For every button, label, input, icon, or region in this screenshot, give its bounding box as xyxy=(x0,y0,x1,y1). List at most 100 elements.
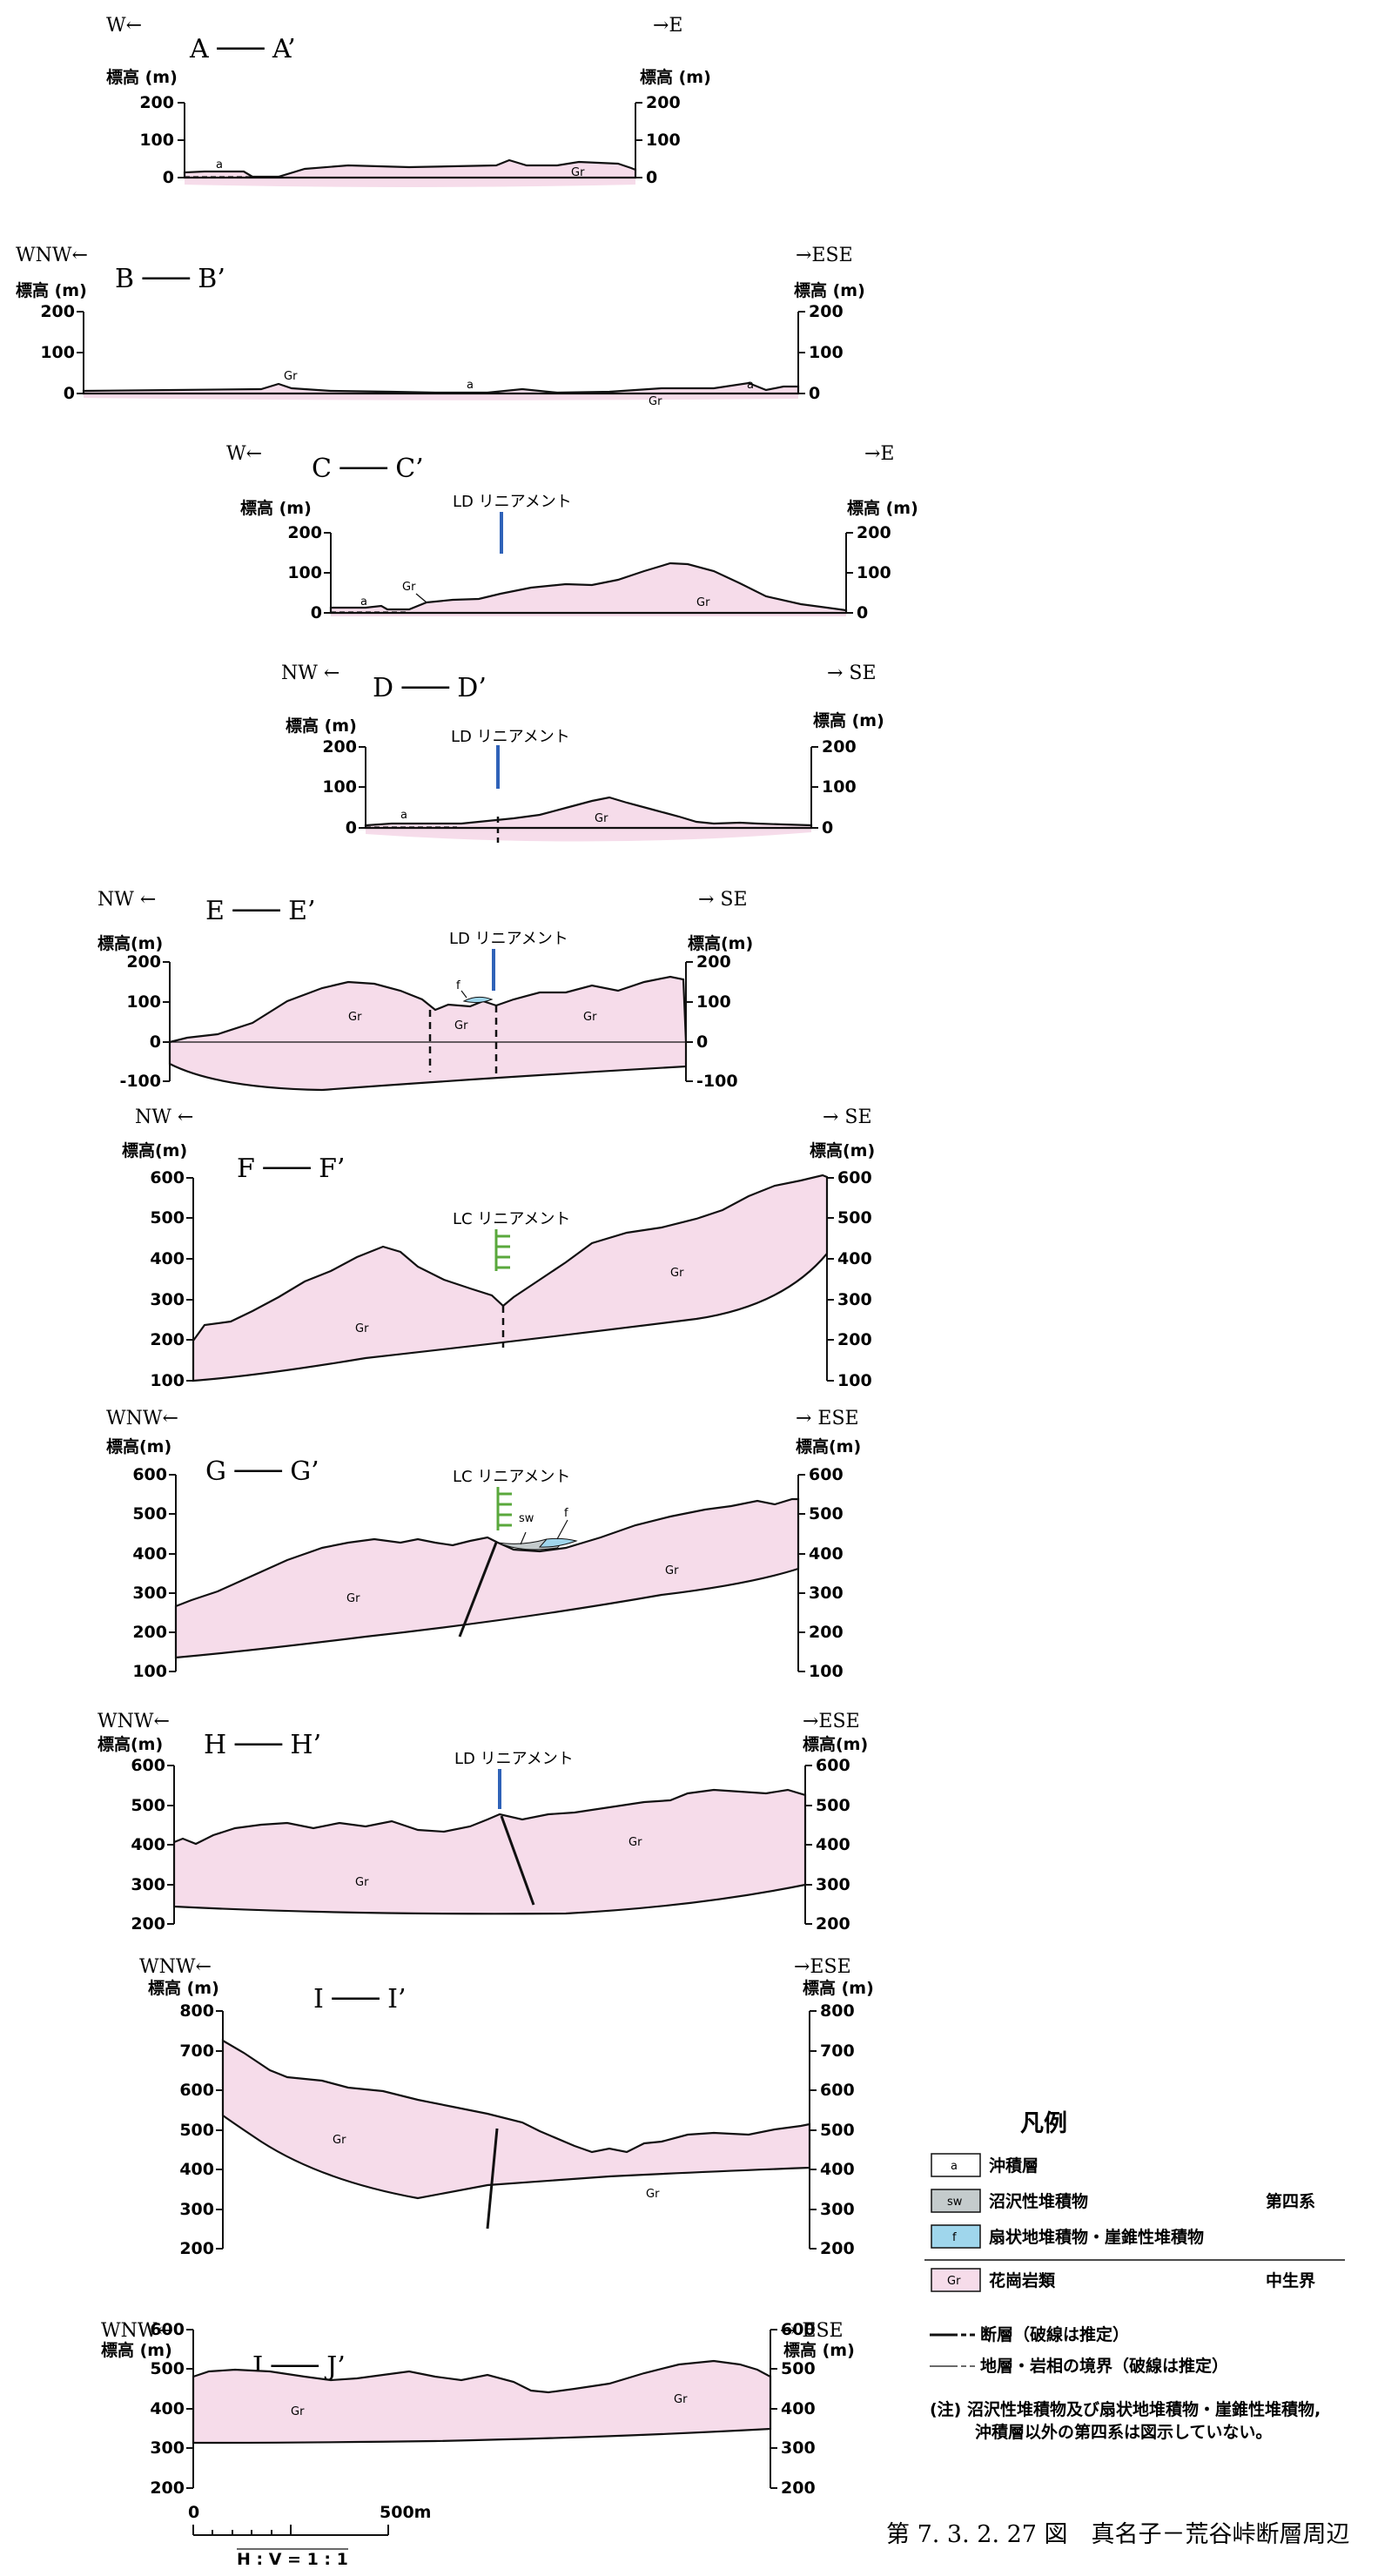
tick-label: 200 xyxy=(287,523,322,542)
unit-label: Gr xyxy=(454,1019,468,1032)
legend-note-line-2: 沖積層以外の第四系は図示していない。 xyxy=(975,2422,1272,2442)
tick-label: 0 xyxy=(150,1032,161,1052)
tick-label: 400 xyxy=(150,2399,185,2418)
axis-label-left: 標高 (m) xyxy=(286,716,357,736)
direction-right: → ESE xyxy=(780,2320,844,2342)
tick-label: 300 xyxy=(816,1875,850,1894)
scale-zero: 0 xyxy=(188,2503,199,2522)
tick-label: -100 xyxy=(696,1072,738,1091)
direction-left: WNW← xyxy=(97,1711,170,1732)
tick-label: 600 xyxy=(132,1465,167,1484)
legend-item: Gr 花崗岩類 xyxy=(931,2268,1056,2292)
tick-label: 200 xyxy=(179,2239,214,2258)
section-b: WNW← →ESE B ─── B’ 標高 (m) 標高 (m) 200 100… xyxy=(16,245,865,408)
axis-label-left: 標高 (m) xyxy=(106,67,178,87)
unit-label: Gr xyxy=(696,596,710,609)
legend-era-mesozoic: 中生界 xyxy=(1266,2270,1315,2290)
tick-label: 200 xyxy=(837,1330,872,1349)
tick-label: 200 xyxy=(646,93,681,112)
tick-label: 800 xyxy=(179,2001,214,2021)
tick-label: 200 xyxy=(132,1623,167,1642)
tick-label: 300 xyxy=(150,1290,185,1309)
tick-label: 500 xyxy=(179,2121,214,2140)
axis-label-right: 標高 (m) xyxy=(803,1978,874,1998)
unit-label: Gr xyxy=(665,1564,679,1577)
tick-label: 0 xyxy=(857,603,868,622)
section-title: B ─── B’ xyxy=(115,264,225,294)
lineament-label: LD リニアメント xyxy=(454,1750,574,1768)
unit-label: Gr xyxy=(355,1876,369,1889)
tick-label: 300 xyxy=(131,1875,165,1894)
unit-label: Gr xyxy=(595,812,608,825)
direction-left: W← xyxy=(106,15,142,37)
tick-label: 700 xyxy=(820,2041,855,2061)
legend-era-quaternary: 第四系 xyxy=(1266,2191,1315,2211)
axis-label-right: 標高 (m) xyxy=(794,280,865,300)
unit-label: sw xyxy=(519,1512,534,1525)
legend-label: 扇状地堆積物・崖錐性堆積物 xyxy=(989,2227,1204,2247)
direction-right: →ESE xyxy=(803,1711,860,1732)
axis-label-left: 標高 (m) xyxy=(16,280,87,300)
direction-left: WNW← xyxy=(16,245,88,266)
section-g: WNW← → ESE 標高(m) 標高(m) G ─── G’ LC リニアメン… xyxy=(106,1408,861,1681)
tick-label: 200 xyxy=(696,952,731,972)
section-h: WNW← →ESE 標高(m) 標高(m) H ─── H’ LD リニアメント… xyxy=(97,1711,868,1934)
lineament-label: LD リニアメント xyxy=(451,728,570,746)
tick-label: 100 xyxy=(837,1371,872,1390)
tick-label: 200 xyxy=(820,2239,855,2258)
unit-label: Gr xyxy=(355,1322,369,1335)
direction-right: → ESE xyxy=(796,1408,859,1429)
tick-label: 400 xyxy=(179,2160,214,2179)
lineament-label: LD リニアメント xyxy=(449,930,568,948)
tick-label: 500 xyxy=(809,1504,844,1523)
tick-label: 500 xyxy=(820,2121,855,2140)
tick-label: 200 xyxy=(322,737,357,757)
axis-label-right: 標高 (m) xyxy=(783,2340,855,2360)
lineament-marker xyxy=(494,1229,510,1271)
unit-label: Gr xyxy=(291,2405,305,2418)
tick-label: 400 xyxy=(131,1835,165,1854)
direction-left: WNW← xyxy=(106,1408,178,1429)
tick-label: 200 xyxy=(131,1914,165,1934)
axis-label-left: 標高 (m) xyxy=(240,498,312,518)
section-i: WNW← →ESE 標高 (m) 標高 (m) I ─── I’ 800 700… xyxy=(139,1956,874,2258)
tick-label: 500 xyxy=(781,2359,816,2378)
lineament-label: LC リニアメント xyxy=(453,1468,570,1486)
legend-item: a 沖積層 xyxy=(931,2153,1039,2177)
tick-label: 700 xyxy=(179,2041,214,2061)
unit-label: Gr xyxy=(583,1011,597,1024)
unit-label: a xyxy=(747,379,754,392)
tick-label: 600 xyxy=(150,2320,185,2339)
tick-label: 0 xyxy=(822,818,833,837)
tick-label: 300 xyxy=(809,1584,844,1603)
tick-label: 400 xyxy=(820,2160,855,2179)
tick-label: 200 xyxy=(781,2478,816,2498)
legend-label: 沼沢性堆積物 xyxy=(989,2191,1088,2211)
tick-label: 400 xyxy=(837,1249,872,1268)
unit-label: Gr xyxy=(670,1267,684,1280)
axis-label-right: 標高(m) xyxy=(810,1140,875,1160)
tick-label: 0 xyxy=(809,384,820,403)
unit-label: Gr xyxy=(284,370,298,383)
tick-label: 200 xyxy=(150,1330,185,1349)
direction-left: NW ← xyxy=(97,889,156,911)
section-title: H ─── H’ xyxy=(204,1730,321,1760)
legend-title: 凡例 xyxy=(1020,2110,1067,2137)
unit-label: Gr xyxy=(348,1011,362,1024)
unit-label: f xyxy=(564,1507,568,1520)
tick-label: 600 xyxy=(809,1465,844,1484)
axis-label-left: 標高(m) xyxy=(106,1436,171,1456)
unit-label: Gr xyxy=(649,395,662,408)
unit-label: a xyxy=(216,158,223,172)
section-title: I ─── I’ xyxy=(313,1984,407,2014)
tick-label: 200 xyxy=(139,93,174,112)
unit-label: a xyxy=(400,809,407,822)
tick-label: 400 xyxy=(781,2399,816,2418)
direction-right: →E xyxy=(653,15,683,37)
tick-label: 100 xyxy=(40,343,75,362)
section-title: F ─── F’ xyxy=(237,1153,345,1184)
tick-label: 100 xyxy=(809,343,844,362)
section-title: G ─── G’ xyxy=(205,1456,319,1487)
section-e: NW ← → SE E ─── E’ 標高(m) 標高(m) LD リニアメント… xyxy=(97,889,753,1092)
